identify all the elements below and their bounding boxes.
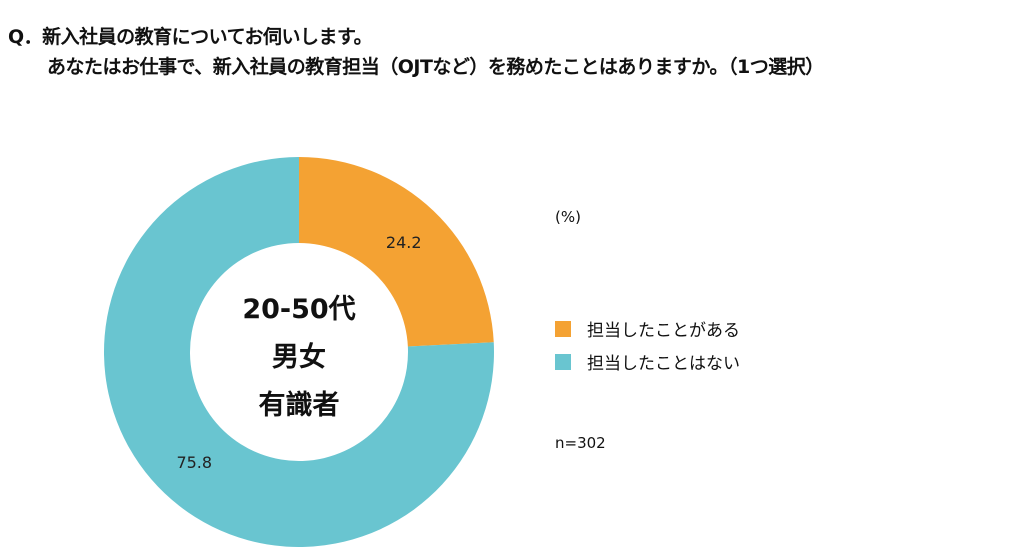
data-label-1: 75.8 (176, 453, 212, 472)
legend-label: 担当したことがある (587, 321, 740, 341)
legend: 担当したことがある 担当したことはない (555, 312, 740, 378)
question-line-2: あなたはお仕事で、新入社員の教育担当（OJTなど）を務めたことはありますか。（1… (47, 56, 824, 78)
center-label-3: 有識者 (259, 390, 340, 421)
center-label-2: 男女 (272, 341, 326, 373)
sample-size: n=302 (555, 434, 606, 452)
slice-1 (104, 157, 494, 547)
legend-item-yes: 担当したことがある (555, 312, 740, 345)
center-label-1: 20-50代 (242, 294, 355, 325)
question-text: Q．新入社員の教育についてお伺いします。 あなたはお仕事で、新入社員の教育担当（… (8, 22, 824, 82)
legend-swatch-orange (555, 320, 571, 337)
data-label-0: 24.2 (386, 233, 422, 252)
legend-label: 担当したことはない (587, 354, 740, 374)
legend-item-no: 担当したことはない (555, 345, 740, 378)
slice-0 (299, 157, 494, 347)
legend-swatch-teal (555, 353, 571, 370)
question-line-1: Q．新入社員の教育についてお伺いします。 (8, 26, 373, 48)
unit-label: (%) (555, 208, 581, 226)
